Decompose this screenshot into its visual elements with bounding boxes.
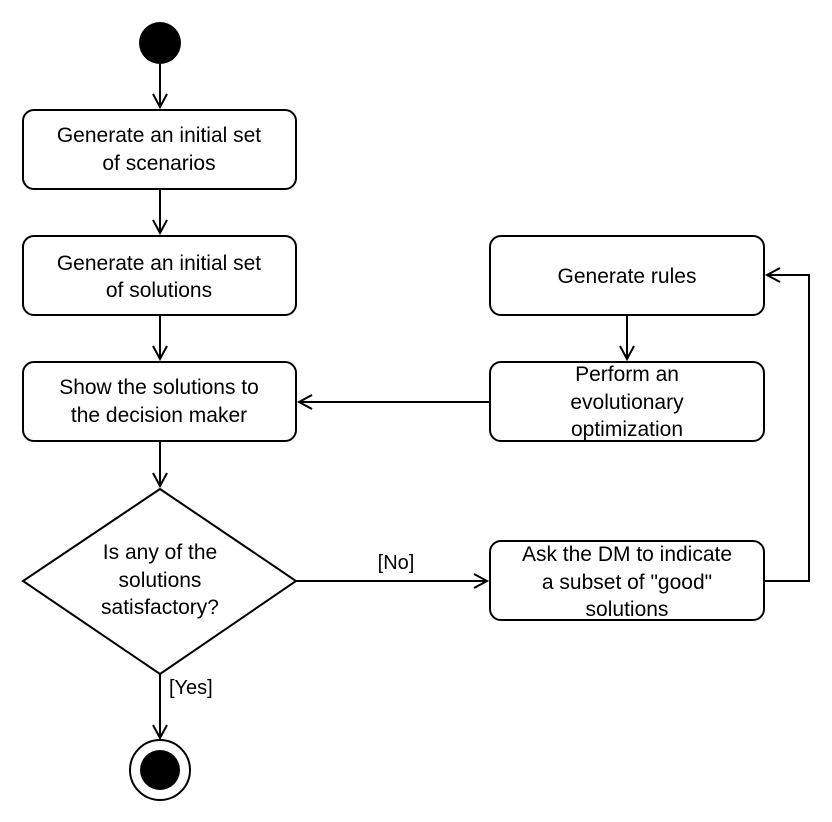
activity-evolutionary-line2: evolutionary (570, 391, 684, 414)
activity-ask-dm-line1: Ask the DM to indicate (522, 543, 732, 566)
guard-no-label: [No] (378, 552, 415, 574)
activity-evolutionary-line1: Perform an (575, 363, 679, 386)
activity-generate-solutions-line1: Generate an initial set (57, 252, 261, 275)
decision-line1: Is any of the (103, 541, 217, 564)
edge-gen-rules-to-evolutionary (619, 315, 635, 362)
activity-show-solutions-line1: Show the solutions to (59, 376, 259, 399)
activity-generate-scenarios-line2: of scenarios (102, 152, 215, 175)
end-node (129, 739, 191, 801)
edge-ask-dm-to-gen-rules (764, 267, 810, 582)
start-node (139, 22, 181, 64)
edge-gen-solutions-to-show-solutions (152, 315, 168, 362)
edge-show-solutions-to-decision (152, 441, 168, 489)
activity-show-solutions-line2: the decision maker (71, 404, 247, 427)
activity-generate-solutions: Generate an initial set of solutions (22, 235, 297, 316)
activity-ask-dm-line3: solutions (586, 598, 669, 621)
edge-decision-yes-to-end: [Yes] (152, 674, 213, 741)
edge-start-to-gen-scenarios (152, 64, 168, 110)
activity-generate-solutions-line2: of solutions (106, 279, 212, 302)
activity-generate-scenarios-line1: Generate an initial set (57, 124, 261, 147)
edge-gen-scenarios-to-gen-solutions (152, 189, 168, 236)
activity-evolutionary-optimization: Perform an evolutionary optimization (489, 361, 765, 442)
activity-show-solutions: Show the solutions to the decision maker (22, 361, 297, 442)
activity-evolutionary-line3: optimization (571, 418, 683, 441)
guard-yes-label: [Yes] (169, 677, 213, 699)
decision-satisfactory: Is any of the solutions satisfactory? (21, 487, 298, 676)
activity-generate-rules-line1: Generate rules (558, 265, 697, 288)
activity-ask-dm: Ask the DM to indicate a subset of "good… (489, 540, 765, 621)
decision-line2: solutions (119, 569, 202, 592)
activity-generate-scenarios: Generate an initial set of scenarios (22, 109, 297, 190)
edge-decision-no-to-ask-dm: [No] (296, 552, 490, 589)
activity-generate-rules: Generate rules (489, 235, 765, 316)
edge-evolutionary-to-show-solutions (296, 394, 490, 410)
decision-line3: satisfactory? (101, 596, 219, 619)
activity-ask-dm-line2: a subset of "good" (542, 571, 712, 594)
